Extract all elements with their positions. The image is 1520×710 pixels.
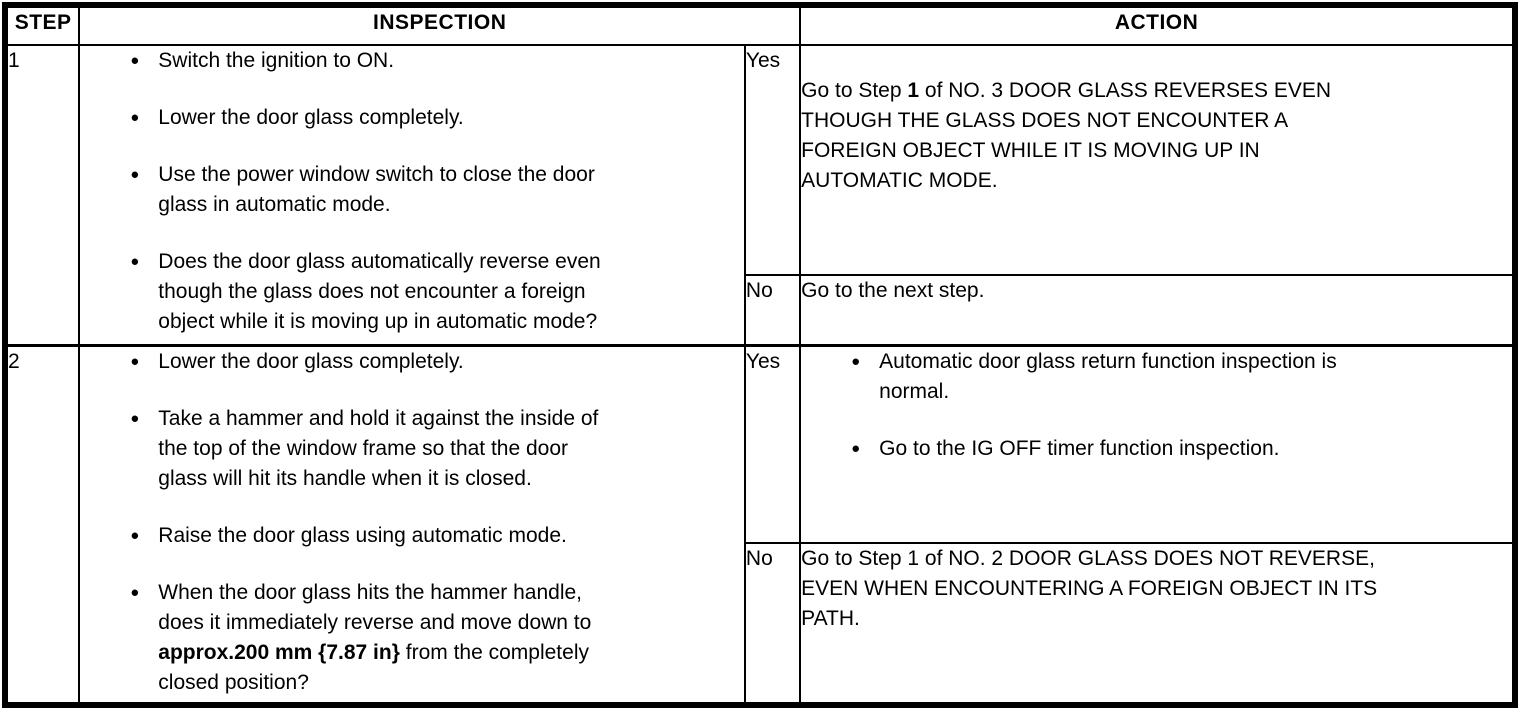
- list-item: ● Does the door glass automatically reve…: [130, 247, 743, 337]
- bullet-icon: ●: [130, 166, 140, 183]
- yes-label: Yes: [745, 49, 781, 72]
- action-bullet-text: Automatic door glass return function ins…: [879, 349, 1337, 403]
- list-item: ● When the door glass hits the hammer ha…: [130, 578, 743, 698]
- bullet-text-bold: approx.200 mm {7.87 in}: [158, 640, 400, 664]
- action-text: Go to Step 1 of NO. 2 DOOR GLASS DOES NO…: [801, 547, 1378, 630]
- action-bullet-list: ● Automatic door glass return function i…: [802, 348, 1512, 464]
- step-1-yes-row: 1 ● Switch the ignition to ON. ● Lower t…: [3, 44, 1516, 346]
- step-2-yes-action-cell: ● Automatic door glass return function i…: [799, 343, 1516, 544]
- step-1-no-row: No Go to the next step.: [5, 274, 1516, 346]
- bullet-text-post: from the completely closed position?: [158, 640, 589, 694]
- list-item: ● Lower the door glass completely.: [130, 348, 743, 377]
- inspection-bullet-list: ● Switch the ignition to ON. ● Lower the…: [81, 47, 743, 337]
- step-number: 2: [8, 349, 20, 373]
- step-1-no-label-cell: No: [743, 274, 802, 346]
- column-header-action: ACTION: [799, 4, 1516, 46]
- yes-label: Yes: [745, 349, 781, 373]
- list-item: ● Switch the ignition to ON.: [130, 47, 743, 76]
- step-1-yes-action-cell: Go to Step 1 of NO. 3 DOOR GLASS REVERSE…: [799, 44, 1516, 276]
- bullet-icon: ●: [130, 52, 140, 69]
- action-text-pre: Go to Step: [801, 79, 908, 102]
- list-item: ● Take a hammer and hold it against the …: [130, 404, 743, 494]
- list-item: ● Go to the IG OFF timer function inspec…: [851, 434, 1512, 464]
- header-row: STEP INSPECTION ACTION: [3, 4, 1516, 46]
- action-text-post: of NO. 3 DOOR GLASS REVERSES EVEN THOUGH…: [801, 79, 1332, 192]
- list-item: ● Raise the door glass using automatic m…: [130, 521, 743, 551]
- bullet-icon: ●: [130, 253, 140, 270]
- step-1-no-action-cell: Go to the next step.: [799, 274, 1516, 346]
- step-1-yes-label-cell: Yes: [743, 44, 802, 276]
- inspection-bullet-text: Use the power window switch to close the…: [158, 163, 595, 216]
- action-text-bold: 1: [907, 79, 920, 102]
- step-2-no-action-cell: Go to Step 1 of NO. 2 DOOR GLASS DOES NO…: [799, 542, 1516, 706]
- inspection-bullet-list: ● Lower the door glass completely. ● Tak…: [81, 348, 743, 698]
- bullet-icon: ●: [851, 352, 861, 370]
- inspection-bullet-text: Raise the door glass using automatic mod…: [158, 523, 567, 547]
- list-item: ● Lower the door glass completely.: [130, 103, 743, 133]
- bullet-icon: ●: [130, 583, 140, 601]
- no-label: No: [745, 279, 773, 302]
- inspection-bullet-text: Lower the door glass completely.: [158, 106, 464, 129]
- step-1-number-cell: 1: [3, 44, 81, 346]
- list-item: ● Use the power window switch to close t…: [130, 160, 743, 220]
- bullet-text-pre: When the door glass hits the hammer hand…: [158, 580, 592, 634]
- column-header-inspection: INSPECTION: [78, 4, 802, 46]
- inspection-bullet-text: Take a hammer and hold it against the in…: [158, 406, 599, 490]
- action-text: Go to the next step.: [801, 279, 985, 302]
- step-1-inspection-cell: ● Switch the ignition to ON. ● Lower the…: [78, 44, 746, 346]
- no-label: No: [745, 547, 773, 570]
- step-2-yes-label-cell: Yes: [743, 343, 802, 544]
- inspection-bullet-text: When the door glass hits the hammer hand…: [158, 578, 743, 698]
- bullet-icon: ●: [130, 409, 140, 427]
- list-item: ● Automatic door glass return function i…: [851, 348, 1512, 407]
- inspection-bullet-text: Lower the door glass completely.: [158, 349, 464, 373]
- step-2-no-row: No Go to Step 1 of NO. 2 DOOR GLASS DOES…: [5, 542, 1516, 706]
- step-2-yes-row: 2 ● Lower the door glass completely. ● T…: [3, 343, 1516, 706]
- bullet-icon: ●: [130, 526, 140, 544]
- inspection-bullet-text: Switch the ignition to ON.: [158, 49, 395, 72]
- step-2-inspection-cell: ● Lower the door glass completely. ● Tak…: [78, 343, 746, 706]
- step-2-no-label-cell: No: [743, 542, 802, 706]
- step-2-number-cell: 2: [3, 343, 81, 706]
- bullet-icon: ●: [130, 352, 140, 370]
- action-text: Go to Step 1 of NO. 3 DOOR GLASS REVERSE…: [801, 47, 1501, 196]
- bullet-icon: ●: [130, 109, 140, 126]
- inspection-bullet-text: Does the door glass automatically revers…: [158, 250, 601, 333]
- action-bullet-text: Go to the IG OFF timer function inspecti…: [879, 436, 1280, 460]
- step-number: 1: [8, 49, 20, 72]
- column-header-step: STEP: [3, 4, 81, 46]
- bullet-icon: ●: [851, 439, 861, 457]
